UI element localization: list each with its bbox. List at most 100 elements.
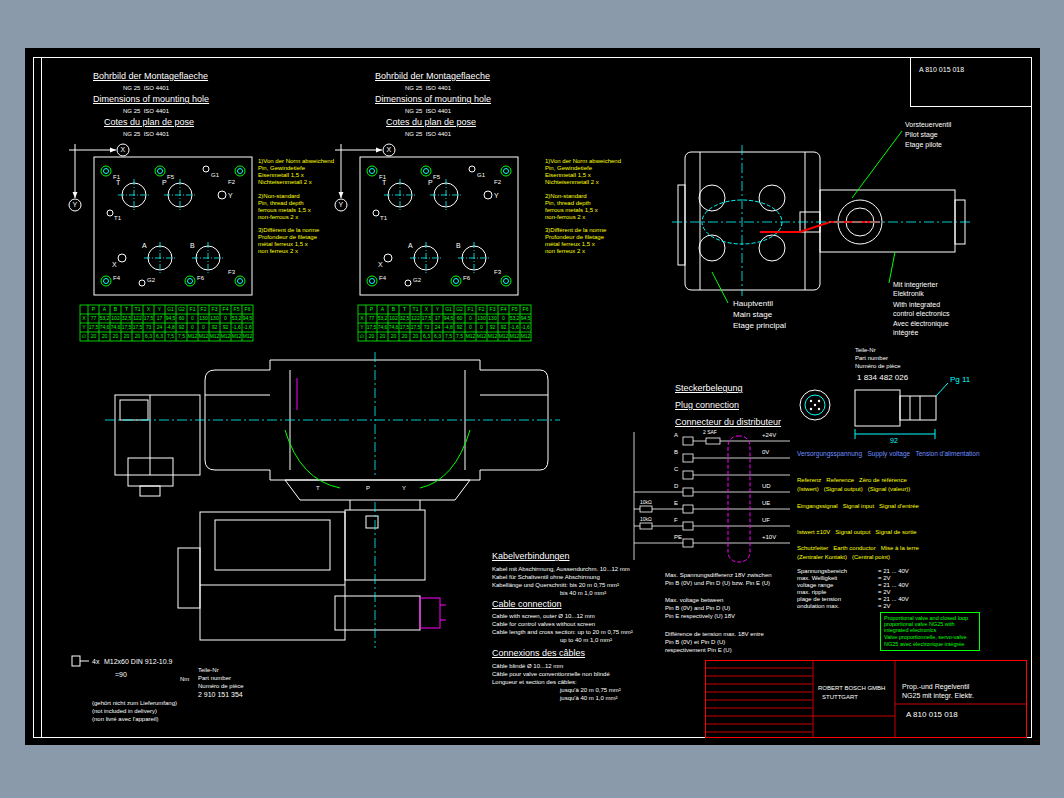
cable-note: Kabelverbindungen [492, 552, 570, 561]
pin-function: (Istwert) (Signal output) (Signal (valeu… [797, 486, 910, 492]
table-cell: M12 [242, 334, 253, 339]
table-cell: Y [154, 307, 165, 312]
part-name: Main stage [733, 311, 772, 319]
table-cell: M12 [498, 334, 509, 339]
port-label: B [190, 242, 195, 249]
pin-function: Istwert ±10V Signal output Signal de sor… [797, 529, 917, 535]
port-label: Y [494, 192, 499, 199]
table-cell: T [399, 307, 410, 312]
table-cell: 20 [110, 334, 121, 339]
part-name: Etage pilote [905, 141, 942, 148]
cable-note: jusqu'à 40 m 1,0 mm² [560, 695, 618, 701]
table-cell: 7,5 [454, 334, 465, 339]
voltage-note: Max. voltage between [665, 597, 723, 603]
part-number-caption: Teile-Nr [855, 347, 876, 353]
table-cell: 60 [176, 316, 187, 321]
heading: Cotes du plan de pose [386, 118, 476, 127]
heading: Cotes du plan de pose [104, 118, 194, 127]
port-label: Y [228, 192, 233, 199]
node-text: STUTTGART [822, 694, 858, 700]
table-cell: 6,3 [432, 334, 443, 339]
table-cell: 130 [198, 316, 209, 321]
table-cell: 53,2 [377, 316, 388, 321]
table-cell: G2 [176, 307, 187, 312]
voltage-note: Pin B (0V) und Pin D (U) bzw. Pin E (U) [665, 580, 770, 586]
port-label: P [162, 179, 167, 186]
table-cell: 0 [465, 325, 476, 330]
voltage-note: Max. Spannungsdifferenz 18V zwischen [665, 572, 772, 578]
port-label: X [121, 146, 126, 153]
heading: Plug connection [675, 401, 739, 410]
table-cell: 20 [377, 334, 388, 339]
table-cell: 122 [132, 316, 143, 321]
table-cell: M12 [487, 334, 498, 339]
table-cell: 94,5 [520, 316, 531, 321]
table-cell: 17,5 [88, 325, 99, 330]
bolt-note: Nm [180, 676, 189, 682]
footnote: 2)Non-standard [545, 193, 587, 199]
heading: Steckerbelegung [675, 384, 743, 393]
component-value: 10kΩ [640, 517, 652, 522]
port-label: X [387, 146, 392, 153]
spec-value: max. Welligkeit [797, 575, 837, 581]
bolt-note: 4x [92, 658, 99, 665]
table-cell: M12 [476, 334, 487, 339]
part-name: Pilot stage [905, 131, 938, 138]
heading: Dimensions of mounting hole [375, 95, 491, 104]
table-cell: 6,3 [143, 334, 154, 339]
cable-note: up to 40 m 1,0 mm² [560, 637, 612, 643]
table-cell: F5 [231, 307, 242, 312]
footnote: Pin, thread depth [545, 200, 591, 206]
table-cell: 77 [88, 316, 99, 321]
table-cell: 102 [388, 316, 399, 321]
voltage-note: respectivement Pin E (U) [665, 647, 732, 653]
part-number-box: A 810 015 018 [910, 57, 1032, 107]
heading: NG 25 ISO 4401 [405, 108, 451, 114]
part-number-caption: Part number [855, 355, 888, 361]
port-label: G1 [211, 172, 219, 178]
table-cell: 92 [454, 325, 465, 330]
table-cell: 20 [99, 334, 110, 339]
table-cell: 74,6 [99, 325, 110, 330]
bolt-note: Part number [198, 675, 231, 681]
table-cell: 102 [110, 316, 121, 321]
cable-note: bis 40 m 1,0 mm² [560, 590, 606, 596]
table-cell: 17 [154, 316, 165, 321]
table-cell: 20 [121, 334, 132, 339]
heading: Bohrbild der Montageflaeche [375, 72, 490, 81]
table-cell: T [121, 307, 132, 312]
table-cell: 7,5 [165, 334, 176, 339]
table-cell: 74,6 [110, 325, 121, 330]
footnote: 1)Von der Norm abweichend [258, 158, 334, 164]
port-label: A [408, 242, 413, 249]
table-cell: A [377, 307, 388, 312]
port-label: X [378, 261, 383, 268]
table-cell: 60 [454, 316, 465, 321]
table-cell: -1,6 [231, 325, 242, 330]
table-cell: 0 [187, 316, 198, 321]
table-cell: 74,6 [388, 325, 399, 330]
footnote: non ferreux 2 x [545, 248, 585, 254]
table-cell: 0 [187, 325, 198, 330]
bolt-note: Numéro de pièce [198, 683, 244, 689]
table-cell: G2 [454, 307, 465, 312]
pin-name: PE [674, 534, 682, 540]
table-cell: 0 [198, 325, 209, 330]
heading: Dimensions of mounting hole [93, 95, 209, 104]
port-label: F4 [113, 275, 120, 281]
table-cell: F6 [242, 307, 253, 312]
spec-value: = 21 ... 40V [878, 568, 909, 574]
table-cell: 24 [432, 325, 443, 330]
port-label: T [382, 179, 386, 186]
table-cell: F6 [520, 307, 531, 312]
table-cell: -4,8 [443, 325, 454, 330]
part-name: intégrée [893, 329, 918, 336]
table-cell: 20 [410, 334, 421, 339]
cable-note: Kabel mit Abschirmung, Aussendurchm. 10.… [492, 566, 630, 572]
port-label: F3 [228, 269, 235, 275]
table-cell: 17,5 [410, 325, 421, 330]
spec-value: = 21 ... 40V [878, 596, 909, 602]
table-cell: 0 [465, 316, 476, 321]
cable-note: jusqu'à 20 m 0,75 mm² [560, 687, 621, 693]
